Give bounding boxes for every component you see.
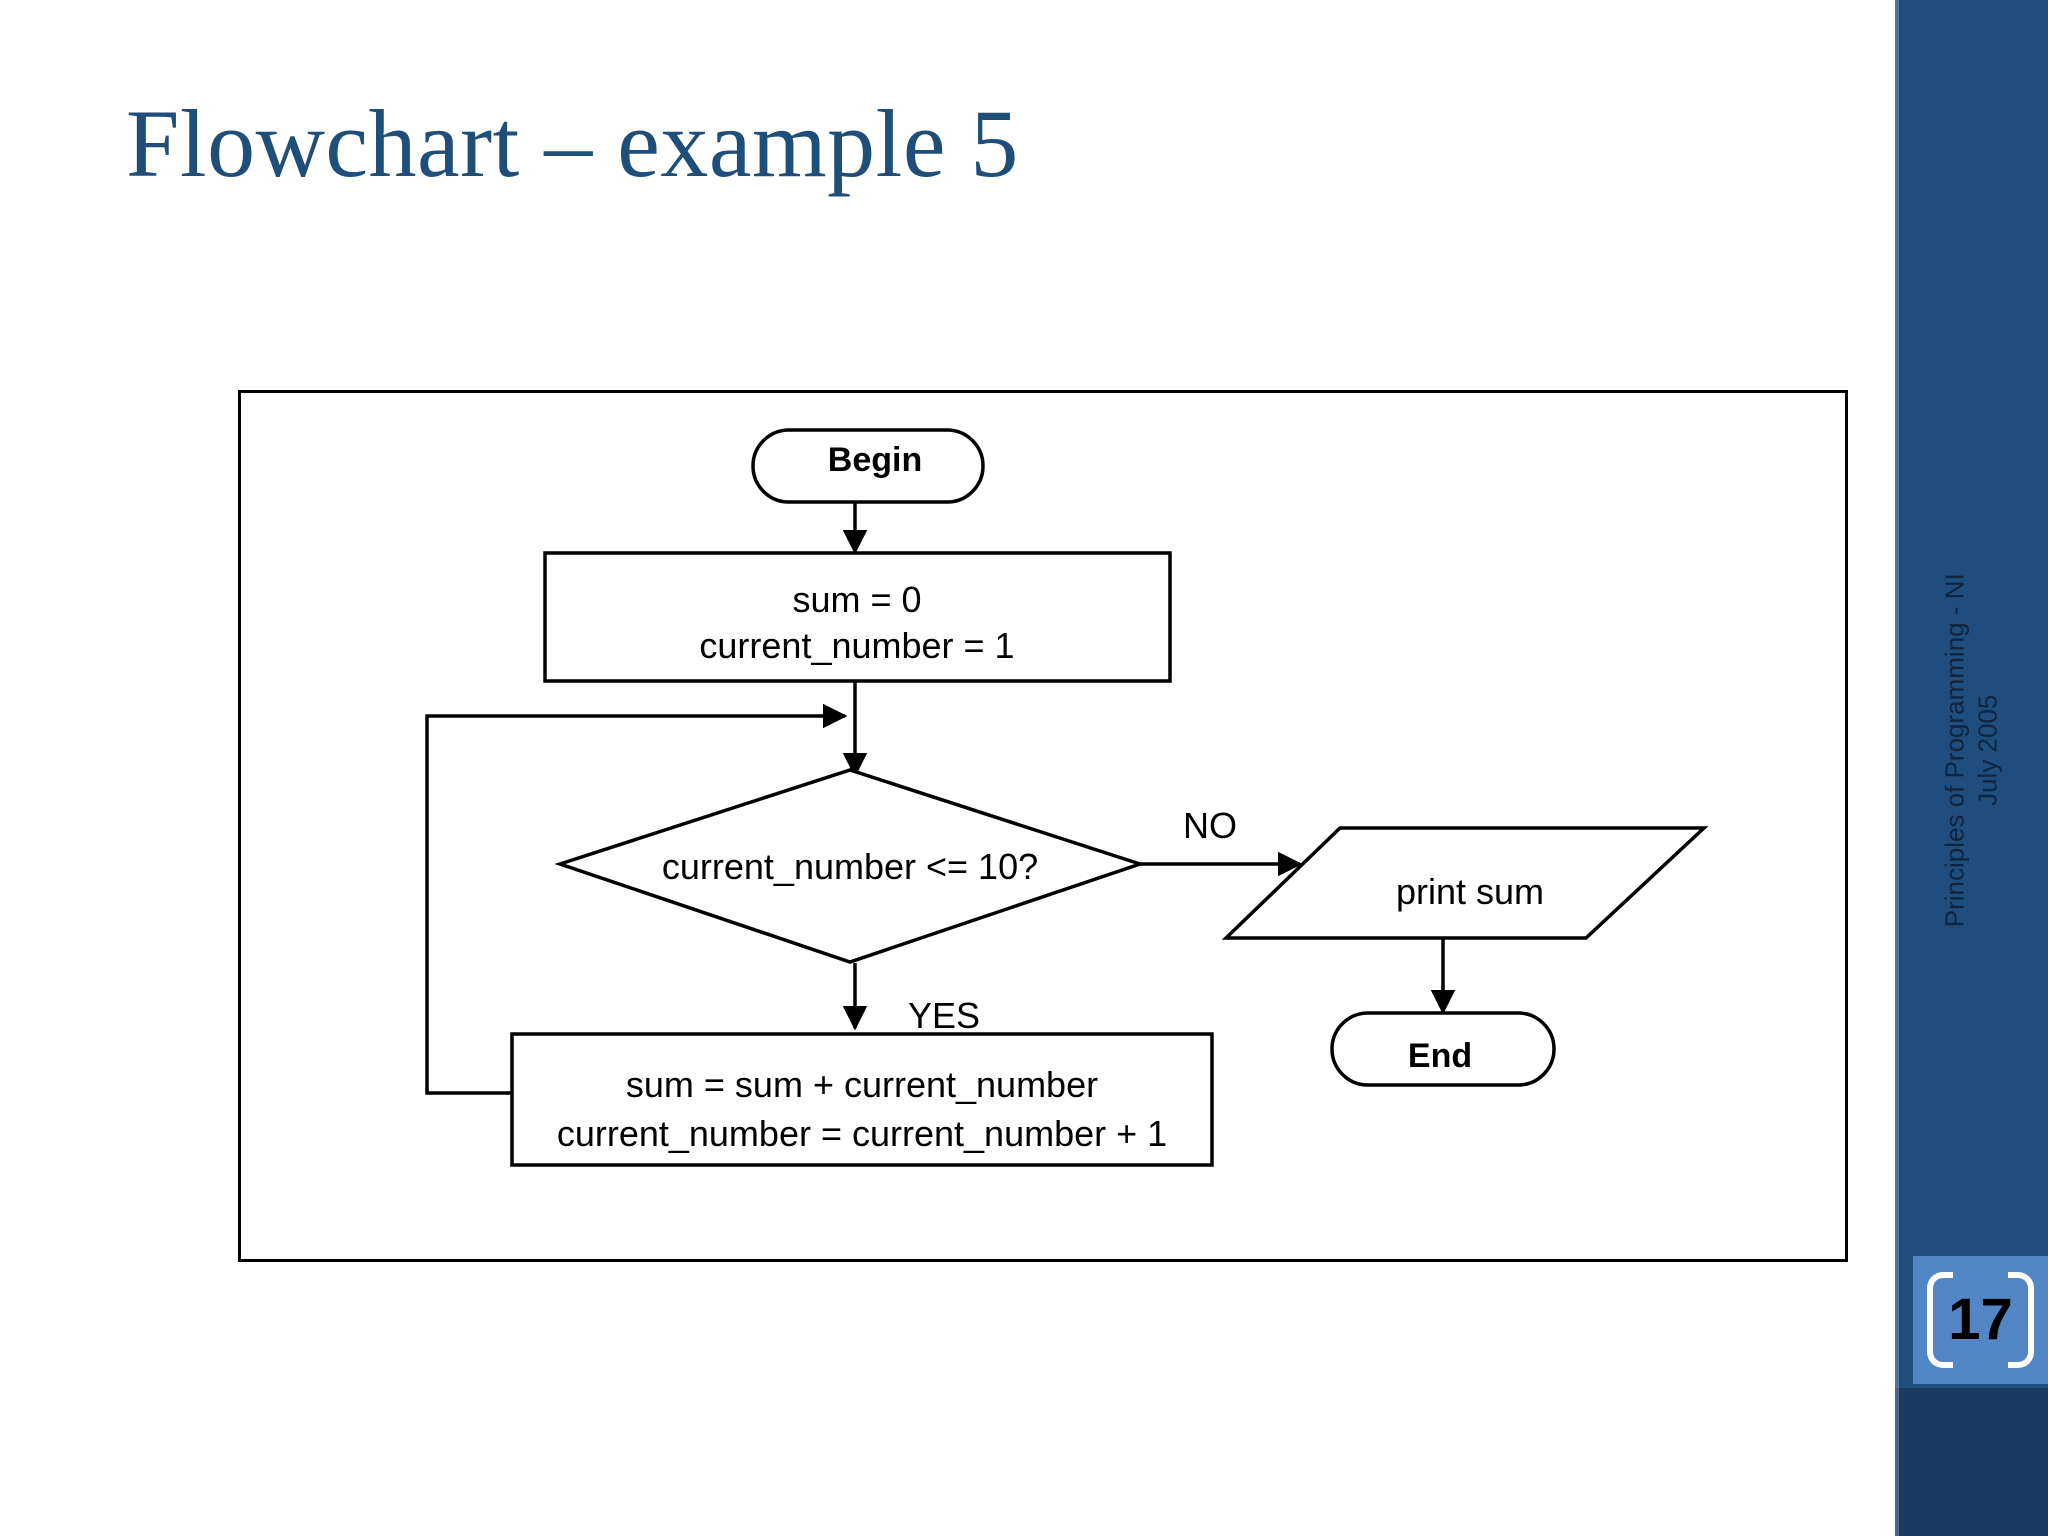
page-title: Flowchart – example 5 (126, 90, 1019, 197)
edge-label-yes: YES (908, 995, 981, 1036)
page-number-badge: 17 (1913, 1256, 2048, 1384)
node-end-label: End (1407, 1037, 1473, 1075)
flowchart-frame (238, 390, 1848, 1262)
edge-label-no: NO (1183, 805, 1237, 846)
bracket-left-icon (1927, 1272, 1953, 1368)
sidebar-highlight-edge (1895, 0, 1899, 1536)
node-print-label: print sum (1395, 871, 1545, 912)
node-init-line2: current_number = 1 (699, 625, 1015, 666)
bracket-right-icon (2008, 1272, 2034, 1368)
node-init-line1: sum = 0 (792, 579, 922, 620)
footer-course-label: Principles of Programming - NI (1939, 573, 1970, 927)
sidebar-footer-text: Principles of Programming - NI July 2005 (1895, 520, 2048, 980)
node-loop-line1: sum = sum + current_number (625, 1064, 1099, 1105)
footer-date-label: July 2005 (1972, 694, 2003, 806)
node-begin-label: Begin (827, 441, 923, 479)
sidebar-footer-band (1895, 1388, 2048, 1536)
node-decision-label: current_number <= 10? (661, 846, 1039, 887)
node-loop-line2: current_number = current_number + 1 (556, 1113, 1168, 1154)
page-number: 17 (1948, 1287, 2013, 1352)
